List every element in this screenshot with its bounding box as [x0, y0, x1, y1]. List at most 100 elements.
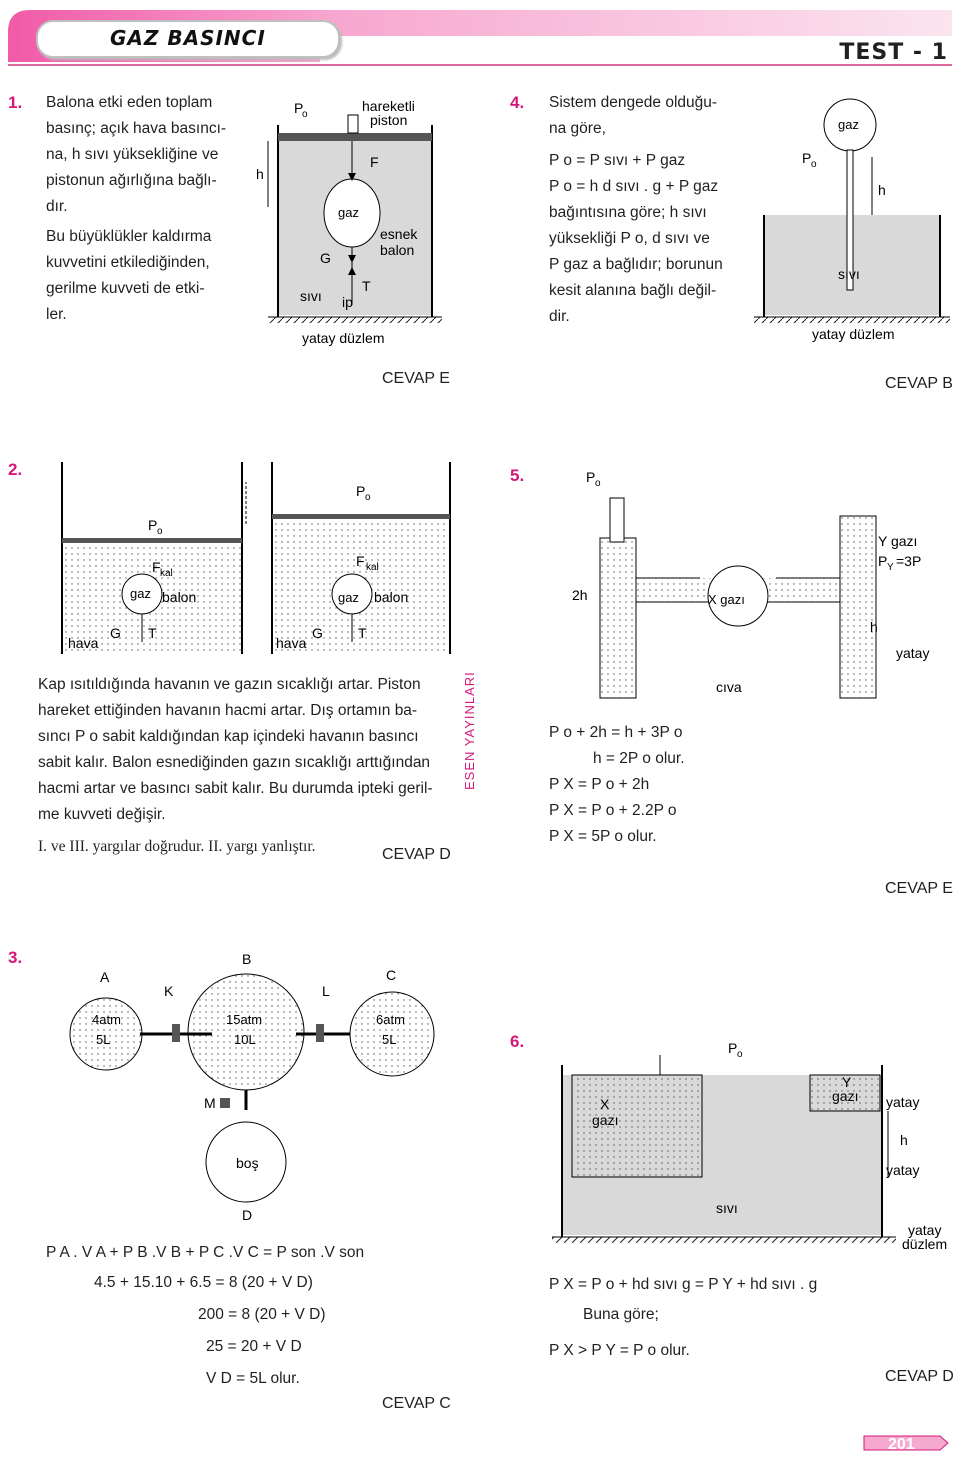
q1-answer: CEVAP E — [382, 370, 450, 387]
q1-line: Balona etki eden toplam — [46, 94, 213, 111]
q4-eq1: P o = P sıvı + P gaz — [549, 152, 686, 169]
q3-a-p: 4atm — [92, 1012, 121, 1027]
q4-line: dir. — [549, 308, 570, 325]
q4-line: Sistem dengede olduğu- — [549, 94, 718, 111]
q1-yatay: yatay düzlem — [302, 330, 384, 346]
q6-diagram: P o Y gazı X gazı yatay h yatay sıvı yat… — [552, 1040, 947, 1250]
page-number-badge: 201 — [863, 1435, 949, 1453]
q1-piston2: piston — [370, 112, 407, 128]
q3-text: P A . V A + P B .V B + P C .V C = P son … — [46, 1240, 466, 1392]
q5-line: P X = 5P o olur. — [549, 828, 657, 845]
q2-t: T — [148, 625, 157, 641]
q3-line: 25 = 20 + V D — [206, 1338, 302, 1355]
q1-balon: balon — [380, 242, 414, 258]
q6-line: P X > P Y = P o olur. — [549, 1342, 690, 1359]
q5-answer: CEVAP E — [885, 880, 953, 897]
q5-po: P — [586, 469, 595, 485]
q4-text: Sistem dengede olduğu- na göre, P o = P … — [549, 90, 739, 330]
q3-b-p: 15atm — [226, 1012, 262, 1027]
q2-hava2: hava — [276, 635, 307, 651]
q1-line: dır. — [46, 198, 68, 215]
q3-c: C — [386, 967, 396, 983]
q6-yatay3: yatay — [908, 1222, 941, 1238]
q1-ip: ip — [342, 294, 353, 310]
q6-ygazi: gazı — [832, 1088, 858, 1104]
q5-h: h — [870, 619, 878, 635]
q6-sivi: sıvı — [716, 1200, 738, 1216]
q3-a: A — [100, 969, 110, 985]
q5-line: P X = P o + 2.2P o — [549, 802, 677, 819]
q1-po: P — [294, 100, 303, 116]
q2-fkal2-sub: kal — [366, 562, 379, 573]
q6-po-sub: o — [737, 1049, 743, 1060]
q1-diagram: gaz h G T F esnek balon sıvı ip P o hare… — [256, 98, 442, 346]
q4-sivi: sıvı — [838, 266, 860, 282]
q4-gaz: gaz — [838, 117, 859, 132]
test-label: TEST - 1 — [839, 40, 948, 65]
q2-fkal-sub: kal — [160, 568, 173, 579]
q1-line: ler. — [46, 306, 67, 323]
question-number-3: 3. — [8, 948, 23, 967]
q3-line: 4.5 + 15.10 + 6.5 = 8 (20 + V D) — [94, 1274, 313, 1291]
q6-x: X — [600, 1096, 610, 1112]
q2-po2: P — [356, 483, 365, 499]
q6-po: P — [728, 1040, 737, 1056]
q4-line: kesit alanına bağlı değil- — [549, 282, 717, 299]
q6-xgazi: gazı — [592, 1112, 618, 1128]
q2-gaz: gaz — [130, 586, 151, 601]
q1-piston: hareketli — [362, 98, 415, 114]
q3-b-v: 10L — [234, 1032, 256, 1047]
q2-text: Kap ısıtıldığında havanın ve gazın sıcak… — [38, 672, 458, 860]
q2-line: Kap ısıtıldığında havanın ve gazın sıcak… — [38, 676, 421, 693]
q2-answer: CEVAP D — [382, 846, 451, 863]
q4-line: bağıntısına göre; h sıvı — [549, 204, 707, 221]
q1-sivi: sıvı — [300, 288, 322, 304]
question-number-6: 6. — [510, 1032, 525, 1051]
q2-balon2: balon — [374, 589, 408, 605]
q2-line: me kuvveti değişir. — [38, 806, 166, 823]
q3-line: V D = 5L olur. — [206, 1370, 300, 1387]
q5-diagram: P o Y gazı P Y =3P 2h X gazı h yatay cıv… — [572, 469, 929, 699]
q2-fkal: F — [152, 559, 161, 575]
q5-yatay: yatay — [896, 645, 929, 661]
q4-answer: CEVAP B — [885, 375, 953, 392]
q3-a-v: 5L — [96, 1032, 110, 1047]
q4-line: P gaz a bağlıdır; borunun — [549, 256, 723, 273]
q5-line: h = 2P o olur. — [593, 750, 685, 767]
q6-y: Y — [842, 1074, 852, 1090]
title-pill — [36, 20, 340, 58]
q2-line: hareket ettiğinden havanın hacmi artar. … — [38, 702, 418, 719]
q4-eq2: P o = h d sıvı . g + P gaz — [549, 178, 719, 195]
q2-t2: T — [358, 625, 367, 641]
q2-gaz2: gaz — [338, 590, 359, 605]
q1-h-label: h — [256, 166, 264, 182]
q5-py-val: =3P — [896, 553, 921, 569]
q3-c-p: 6atm — [376, 1012, 405, 1027]
q6-duzlem: düzlem — [902, 1236, 947, 1250]
q4-line: na göre, — [549, 120, 606, 137]
q3-eq-main: P A . V A + P B .V B + P C .V C = P son … — [46, 1244, 365, 1261]
q4-diagram: gaz P o h sıvı yatay düzlem — [754, 98, 950, 342]
q3-b: B — [242, 951, 251, 967]
q4-po: P — [802, 150, 811, 166]
q1-line: basınç; açık hava basıncı- — [46, 120, 227, 137]
q2-g: G — [110, 625, 121, 641]
q6-answer: CEVAP D — [885, 1368, 954, 1385]
q3-m: M — [204, 1095, 216, 1111]
q5-po-sub: o — [595, 478, 601, 489]
q5-xgazi: X gazı — [708, 592, 745, 607]
q2-hava: hava — [68, 635, 99, 651]
q1-line: pistonun ağırlığına bağlı- — [46, 172, 217, 189]
q1-line: Bu büyüklükler kaldırma — [46, 228, 212, 245]
q3-line: 200 = 8 (20 + V D) — [198, 1306, 326, 1323]
q3-answer: CEVAP C — [382, 1395, 451, 1412]
q2-po-sub: o — [157, 526, 163, 537]
q1-esnek: esnek — [380, 226, 418, 242]
page-number: 201 — [888, 1436, 915, 1453]
q2-conclusion: I. ve III. yargılar doğrudur. II. yargı … — [38, 838, 316, 855]
side-publisher: ESEN YAYINLARI — [462, 671, 477, 790]
q6-text: P X = P o + hd sıvı g = P Y + hd sıvı . … — [549, 1272, 949, 1364]
q2-g2: G — [312, 625, 323, 641]
q5-ygazi: Y gazı — [878, 533, 917, 549]
question-number-1: 1. — [8, 93, 23, 112]
